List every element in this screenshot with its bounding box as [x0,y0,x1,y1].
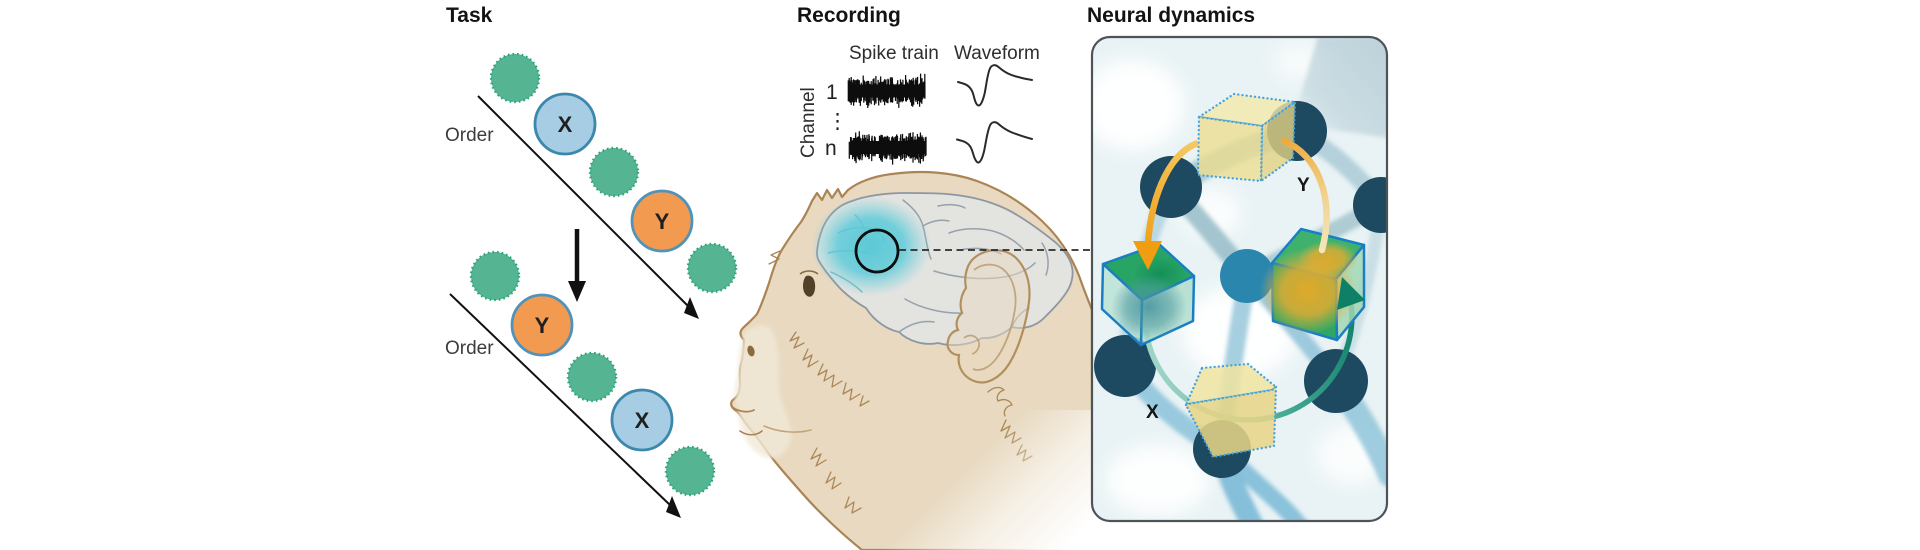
task-panel: Task Order X Y [445,4,738,518]
task-item-green [489,52,541,104]
monkey-cheek-line [763,425,812,433]
monkey-nostril [747,345,755,357]
task-item-x: X [610,388,674,452]
monkey-eye [803,275,816,297]
task-item-green [566,351,618,403]
task-item-y: Y [630,189,694,253]
neural-dynamics-title: Neural dynamics [1087,4,1255,27]
waveform-label: Waveform [954,43,1040,64]
task-item-y-label: Y [535,313,550,338]
task-trial-1: Order X Y [445,52,738,319]
task-title: Task [446,4,493,27]
task-item-green [664,445,716,497]
top-cube-dashed [1196,92,1297,183]
node-dark [1094,335,1156,397]
monkey-eyelid-line [799,270,819,275]
dynamics-y-label: Y [1297,175,1310,196]
task-item-x-label: X [635,408,650,433]
channel-label: Channel [798,87,819,158]
dynamics-box-border [1090,35,1389,523]
arrow-cycle-head [1337,277,1365,310]
right-cube [1260,227,1366,342]
task-item-x-label: X [558,112,573,137]
order-label-2: Order [445,338,494,359]
node-dark [1304,349,1368,413]
arrow-top-to-right-cube [1280,137,1330,254]
neural-dynamics-panel: Neural dynamics [1087,4,1389,523]
monkey-ear [946,249,1031,384]
task-item-y-label: Y [655,209,670,234]
monkey-bottom-fade [880,410,1095,550]
task-item-green [469,250,521,302]
monkey-chin-crease [739,430,763,436]
dynamics-x-label: X [1146,402,1159,423]
channel-last-label: n [825,137,837,160]
spike-train-n [848,131,927,165]
monkey-illustration [730,170,1095,550]
waveform-1 [957,64,1033,107]
monkey-muzzle [734,324,792,458]
order-label-1: Order [445,125,494,146]
trial-separator-arrow [568,229,586,302]
task-trial-2: Order Y X [445,250,716,518]
monkey-fur-strokes [768,250,1033,514]
task-item-green [588,146,640,198]
recording-site-glow [811,196,931,296]
task-item-green [686,242,738,294]
spike-train-1 [847,73,926,108]
bottom-cube-dashed [1184,362,1278,459]
channel-first-label: 1 [826,81,838,104]
recording-title: Recording [797,4,901,27]
background-highlights [1092,42,1387,516]
monkey-mouth [731,406,755,413]
waveform-n [956,121,1033,164]
recording-site-circle [854,228,900,274]
task-item-y: Y [510,293,574,357]
task-item-x: X [533,92,597,156]
order-arrow-2 [449,293,681,518]
arrow-top-to-left-cube [1133,139,1200,270]
spike-train-label: Spike train [849,43,939,64]
order-arrow-1 [477,95,699,319]
recording-panel: Recording Spike train Waveform Channel 1… [730,4,1095,550]
channel-dots: ⋮ [827,110,848,133]
node-dark [1353,177,1387,233]
